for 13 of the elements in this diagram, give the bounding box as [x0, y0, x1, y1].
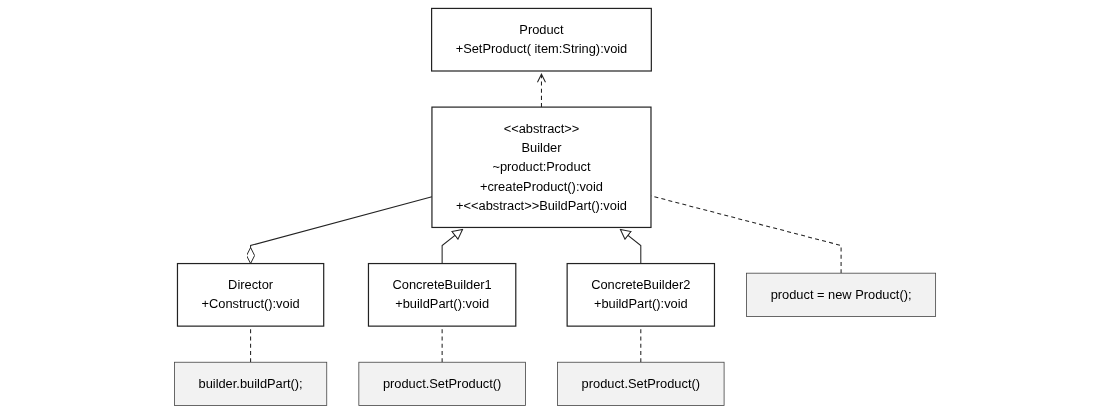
arrow	[620, 228, 642, 265]
node-box: product.SetProduct()	[358, 361, 527, 406]
node-box: product = new Product();	[746, 272, 937, 317]
node-box: <<abstract>> Builder ~product:Product +createProduct():void +<<abstract>>BuildPart():void	[431, 106, 653, 229]
arrow	[537, 73, 547, 108]
node-box: builder.buildPart();	[174, 361, 328, 406]
node-box: Director +Construct():void	[177, 262, 325, 327]
node-box: ConcreteBuilder2 +buildPart():void	[567, 262, 716, 327]
connector	[246, 196, 433, 265]
node-box: product.SetProduct()	[557, 361, 725, 406]
arrow	[442, 228, 464, 265]
node-box: ConcreteBuilder1 +buildPart():void	[368, 262, 517, 327]
node-box: Product +SetProduct( item:String):void	[431, 7, 653, 72]
